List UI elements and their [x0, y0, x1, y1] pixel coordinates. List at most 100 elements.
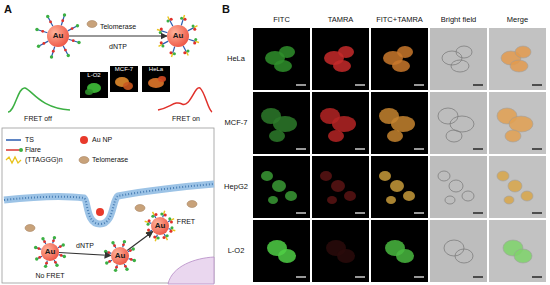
- micrograph-ground: [430, 220, 487, 282]
- fitc-dot: [147, 223, 150, 226]
- dna-strands: [34, 236, 66, 268]
- fitc-dot: [111, 241, 114, 244]
- micrograph: [489, 156, 546, 218]
- tamra-dot: [163, 236, 166, 239]
- fitc-dot: [186, 50, 189, 53]
- cell-signal: [462, 191, 474, 201]
- tamra-dot: [160, 27, 163, 30]
- legend-text: (TTAGGG)n: [25, 156, 63, 164]
- tamra-dot: [169, 230, 172, 233]
- column-header: Merge: [507, 16, 528, 24]
- scale-bar: [414, 212, 424, 213]
- cell-signal: [333, 60, 351, 72]
- cell-thumbnail: L-O2: [80, 72, 108, 98]
- cell-signal: [272, 180, 286, 192]
- tamra-dot: [60, 254, 63, 257]
- row-label: HepG2: [224, 183, 248, 191]
- node-text: L-O2: [87, 72, 100, 79]
- cell-signal: [403, 191, 415, 201]
- cell-signal: [446, 130, 462, 142]
- tamra-dot: [153, 235, 156, 238]
- micrograph-ground: [253, 28, 310, 90]
- cell-signal: [328, 130, 344, 142]
- ts-strand: [162, 41, 168, 44]
- micrograph: [430, 28, 487, 90]
- scale-bar: [473, 148, 483, 149]
- tamra-dot: [43, 240, 46, 243]
- micrograph: [430, 92, 487, 154]
- scale-bar: [473, 84, 483, 85]
- cell-signal: [451, 60, 469, 72]
- tamra-dot: [169, 51, 172, 54]
- micrograph-ground: [312, 28, 369, 90]
- fitc-dot: [67, 54, 70, 57]
- micrograph: [489, 28, 546, 90]
- cell-signal: [450, 116, 474, 132]
- fitc-dot: [132, 247, 135, 250]
- fitc-dot: [37, 45, 40, 48]
- arrow-connector: [59, 253, 111, 256]
- micrograph: [253, 156, 310, 218]
- micrograph-ground: [430, 28, 487, 90]
- tamra-dot: [193, 42, 196, 45]
- state-label: FRET on: [172, 115, 200, 123]
- ts-strand: [188, 28, 194, 31]
- ts-strand: [183, 46, 186, 52]
- tamra-dot: [49, 20, 52, 23]
- cell-membrane: [4, 184, 214, 224]
- cell-signal: [391, 116, 415, 132]
- cell-signal: [438, 171, 450, 181]
- fitc-dot: [166, 234, 169, 237]
- state-label: FRET: [177, 218, 195, 226]
- micrograph: [253, 28, 310, 90]
- legend-sample-au: [80, 136, 88, 144]
- micrograph: [371, 156, 428, 218]
- tamra-dot: [107, 251, 110, 254]
- micrograph: [371, 92, 428, 154]
- telomerase-blob: [25, 225, 35, 232]
- panel-letter: A: [4, 3, 12, 15]
- fitc-dot: [114, 269, 117, 272]
- cell-signal: [344, 191, 356, 201]
- micrograph: [253, 92, 310, 154]
- scale-bar: [296, 148, 306, 149]
- cell-signal: [331, 180, 345, 192]
- legend-sample-telomerase: [79, 157, 89, 164]
- cell-signal: [269, 130, 285, 142]
- legend-text: Flare: [25, 146, 41, 154]
- row-label: L-O2: [228, 247, 245, 255]
- micrograph: [430, 220, 487, 282]
- gold-nanoparticle: Au: [47, 25, 69, 47]
- tamra-dot: [113, 244, 116, 247]
- tamra-dot: [164, 214, 167, 217]
- arrow-connector: [69, 35, 167, 36]
- scale-bar: [414, 148, 424, 149]
- panel-frame: [2, 128, 214, 283]
- cell-signal: [510, 60, 528, 72]
- tamra-dot: [130, 258, 133, 261]
- legend-sample-dot: [19, 148, 23, 152]
- fitc-spectrum-curve: [8, 88, 70, 112]
- fitc-dot: [105, 261, 108, 264]
- scale-bar: [532, 84, 542, 85]
- cell-signal: [386, 196, 396, 204]
- tamra-dot: [54, 261, 57, 264]
- cell-signal: [497, 171, 509, 181]
- cell-signal: [268, 196, 278, 204]
- micrograph-ground: [371, 28, 428, 90]
- fitc-dot: [157, 236, 160, 239]
- tamra-dot: [170, 18, 173, 21]
- legend-sample-ts: [6, 139, 21, 141]
- fitc-dot: [77, 41, 80, 44]
- tamra-dot: [108, 260, 111, 263]
- state-label: FRET off: [24, 115, 52, 123]
- telomerase-blob: [135, 205, 145, 212]
- micrograph-ground: [430, 156, 487, 218]
- micrograph: [312, 28, 369, 90]
- node-text: Au: [155, 222, 166, 231]
- cell-signal: [514, 249, 532, 263]
- connector-label: Telomerase: [99, 23, 137, 31]
- tamra-dot: [184, 18, 187, 21]
- cell-signal: [158, 76, 166, 82]
- gold-nanoparticle: Au: [151, 217, 169, 235]
